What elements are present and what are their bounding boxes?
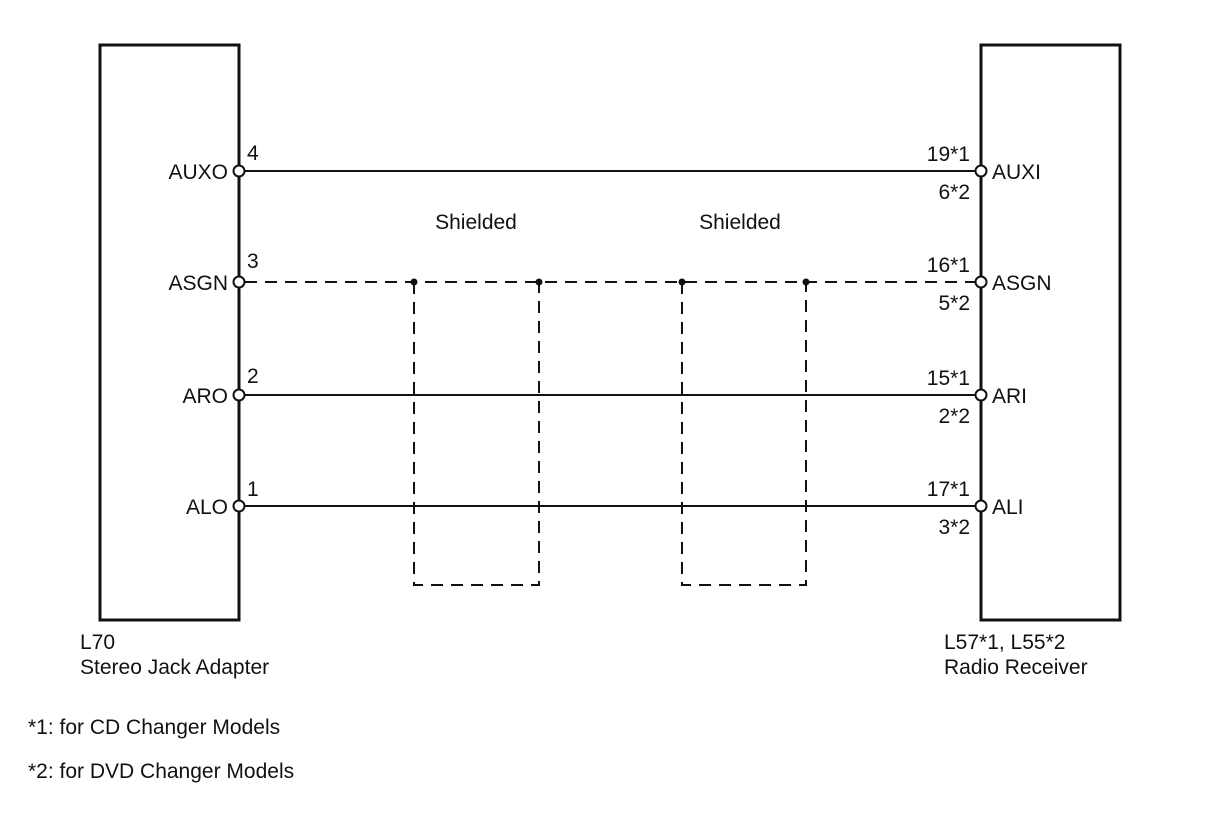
footnote-dvd: *2: for DVD Changer Models: [28, 760, 294, 783]
right-component-code: L57*1, L55*2: [944, 631, 1065, 654]
right-signal-label: ALI: [992, 496, 1024, 519]
left-signal-label: ARO: [182, 385, 228, 408]
terminal-pin: [232, 164, 246, 178]
right-signal-label: AUXI: [992, 161, 1041, 184]
shield-outline-1: [413, 282, 540, 586]
left-signal-label: ALO: [186, 496, 228, 519]
stereo-jack-adapter-box: [98, 43, 241, 622]
terminal-pin: [232, 275, 246, 289]
shield-junction-dot: [535, 278, 543, 286]
left-component-name: Stereo Jack Adapter: [80, 656, 269, 679]
right-component-name: Radio Receiver: [944, 656, 1088, 679]
shield-group-1: Shielded: [410, 211, 543, 586]
shield-label-2: Shielded: [699, 211, 781, 234]
terminal-pin: [974, 388, 988, 402]
terminal-pin: [232, 499, 246, 513]
footnote-cd: *1: for CD Changer Models: [28, 716, 280, 739]
right-pin-number-dvd: 3*2: [938, 516, 970, 539]
right-pin-number-dvd: 2*2: [938, 405, 970, 428]
right-signal-label: ASGN: [992, 272, 1052, 295]
right-pin-number-cd: 19*1: [927, 143, 970, 166]
left-pin-number: 3: [247, 250, 259, 273]
terminal-pin: [974, 164, 988, 178]
terminal-pin: [232, 388, 246, 402]
terminal-pin: [974, 499, 988, 513]
left-pin-number: 1: [247, 478, 259, 501]
left-signal-label: ASGN: [168, 272, 228, 295]
right-pin-number-dvd: 5*2: [938, 292, 970, 315]
shield-junction-dot: [678, 278, 686, 286]
right-pin-number-cd: 17*1: [927, 478, 970, 501]
shield-label-1: Shielded: [435, 211, 517, 234]
right-pin-number-dvd: 6*2: [938, 181, 970, 204]
left-component-code: L70: [80, 631, 115, 654]
left-signal-label: AUXO: [168, 161, 228, 184]
right-pin-number-cd: 16*1: [927, 254, 970, 277]
terminal-pin: [974, 275, 988, 289]
shield-group-2: Shielded: [678, 211, 810, 586]
right-signal-label: ARI: [992, 385, 1027, 408]
radio-receiver-box: [979, 43, 1122, 622]
shield-outline-2: [681, 282, 807, 586]
left-pin-number: 2: [247, 365, 259, 388]
right-pin-number-cd: 15*1: [927, 367, 970, 390]
left-pin-number: 4: [247, 142, 259, 165]
